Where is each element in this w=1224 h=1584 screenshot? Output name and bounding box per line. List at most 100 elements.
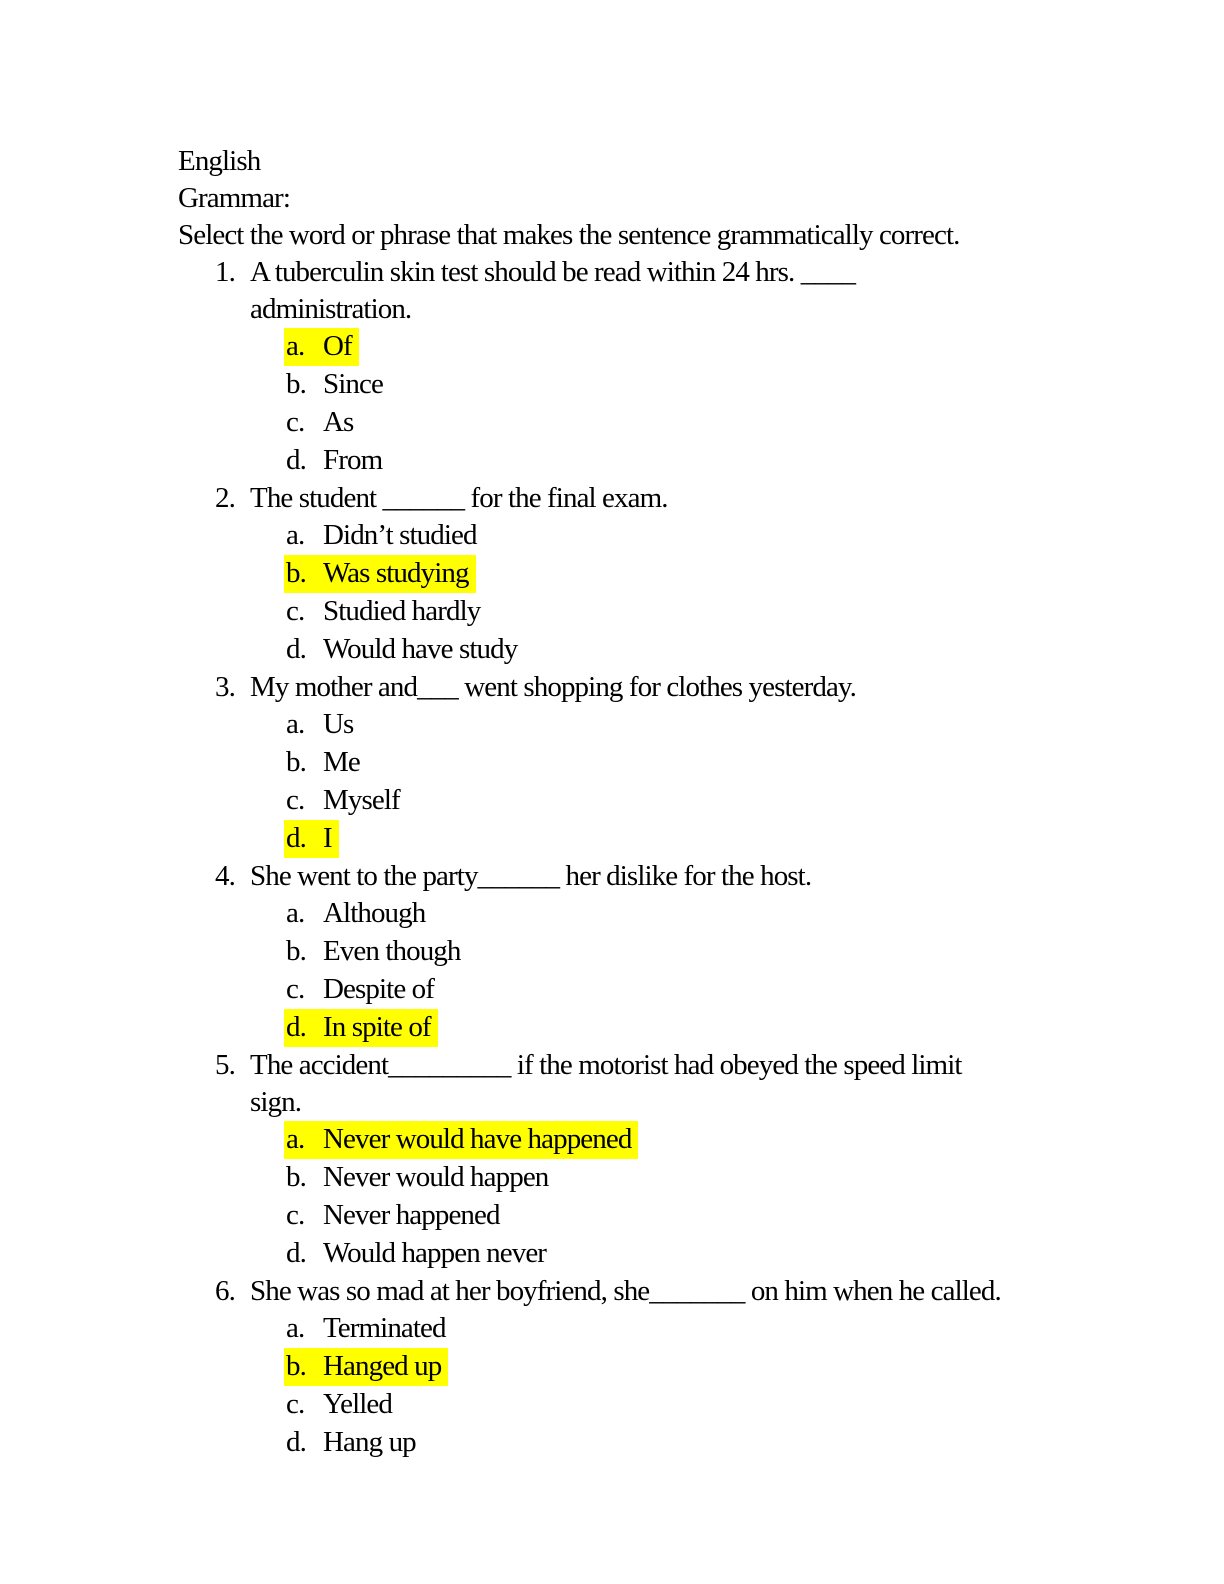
option-row: c.Despite of (178, 971, 1164, 1009)
option-row: b. Even though (178, 933, 1164, 971)
option-row: a. Didn’t studied (178, 517, 1164, 555)
option-text: Me (323, 746, 361, 778)
option-letter: a. (286, 1123, 305, 1155)
option-text: Never would happen (323, 1161, 549, 1193)
option-text: As (323, 406, 354, 438)
option-row: a. Of (178, 328, 1164, 366)
option-letter: c. (286, 973, 305, 1005)
option-letter: d. (286, 444, 307, 476)
option-text: Studied hardly (323, 595, 481, 627)
option-row: c.Yelled (178, 1386, 1164, 1424)
option-letter: c. (286, 406, 305, 438)
option-text: Hanged up (323, 1350, 442, 1382)
answer-highlight: d.Would have study (284, 631, 524, 669)
answer-highlight: c. Myself (284, 782, 407, 820)
answer-highlight: d. Would happen never (284, 1235, 553, 1273)
quiz-document: English Grammar: Select the word or phra… (178, 145, 1164, 1462)
question-text: The student ______ for the final exam. (250, 482, 669, 514)
option-letter: d. (286, 1011, 307, 1043)
option-text: Didn’t studied (323, 519, 478, 551)
option-row: a. Us (178, 706, 1164, 744)
question-4: 4. She went to the party______ her dislik… (178, 858, 1164, 895)
answer-highlight: c.Despite of (284, 971, 441, 1009)
option-row: b.Was studying (178, 555, 1164, 593)
answer-highlight: d. Hang up (284, 1424, 423, 1462)
option-row: c.Studied hardly (178, 593, 1164, 631)
answer-highlight: a.Terminated (284, 1310, 453, 1348)
question-text: She went to the party______ her dislike … (250, 860, 812, 892)
question-text: The accident_________ if the motorist ha… (250, 1049, 962, 1118)
option-row: a. Never would have happened (178, 1121, 1164, 1159)
option-letter: c. (286, 1388, 305, 1420)
option-text: Although (323, 897, 426, 929)
option-letter: b. (286, 368, 307, 400)
answer-highlight: c. As (284, 404, 360, 442)
option-letter: a. (286, 519, 305, 551)
option-row: c. Never happened (178, 1197, 1164, 1235)
option-text: Even though (323, 935, 461, 967)
option-text: Of (323, 330, 353, 362)
question-number: 5. (215, 1049, 236, 1081)
option-letter: b. (286, 935, 307, 967)
question-1: 1.A tuberculin skin test should be read … (178, 254, 1164, 328)
option-text: Hang up (323, 1426, 417, 1458)
option-letter: b. (286, 746, 307, 778)
answer-highlight: c. Never happened (284, 1197, 507, 1235)
option-row: c. Myself (178, 782, 1164, 820)
answer-highlight: a. Although (284, 895, 432, 933)
option-text: Myself (323, 784, 401, 816)
answer-highlight: a. Never would have happened (284, 1121, 639, 1159)
answer-highlight: d.From (284, 442, 389, 480)
option-letter: b. (286, 557, 307, 589)
option-text: I (323, 822, 333, 854)
answer-highlight: b.Hanged up (284, 1348, 449, 1386)
answer-highlight: b. Even though (284, 933, 468, 971)
answer-highlight: a. Of (284, 328, 359, 366)
answer-highlight: a. Us (284, 706, 360, 744)
option-text: In spite of (323, 1011, 432, 1043)
option-row: d. I (178, 820, 1164, 858)
option-letter: c. (286, 784, 305, 816)
answer-highlight: c.Yelled (284, 1386, 399, 1424)
answer-highlight: d. In spite of (284, 1009, 438, 1047)
option-text: Since (323, 368, 384, 400)
option-letter: d. (286, 1426, 307, 1458)
option-letter: d. (286, 633, 307, 665)
option-row: d. Would happen never (178, 1235, 1164, 1273)
question-2: 2. The student ______ for the final exam. (178, 480, 1164, 517)
question-text: A tuberculin skin test should be read wi… (250, 256, 856, 325)
question-text: She was so mad at her boyfriend, she____… (250, 1275, 1002, 1307)
option-letter: c. (286, 1199, 305, 1231)
option-row: b. Since (178, 366, 1164, 404)
question-number: 4. (215, 860, 236, 892)
option-row: c. As (178, 404, 1164, 442)
option-row: d. Hang up (178, 1424, 1164, 1462)
option-row: d.From (178, 442, 1164, 480)
option-letter: d. (286, 822, 307, 854)
option-letter: a. (286, 330, 305, 362)
answer-highlight: b. Since (284, 366, 390, 404)
question-number: 3. (215, 671, 236, 703)
option-text: Never happened (323, 1199, 501, 1231)
option-letter: a. (286, 1312, 305, 1344)
option-letter: d. (286, 1237, 307, 1269)
option-row: d.Would have study (178, 631, 1164, 669)
document-subtitle: Grammar: (178, 182, 291, 214)
option-row: b.Hanged up (178, 1348, 1164, 1386)
option-text: Would happen never (323, 1237, 547, 1269)
question-number: 2. (215, 482, 236, 514)
question-5: 5. The accident_________ if the motorist … (178, 1047, 1164, 1121)
question-6: 6.She was so mad at her boyfriend, she__… (178, 1273, 1164, 1310)
document-title: English (178, 145, 261, 177)
option-row: b. Me (178, 744, 1164, 782)
instruction-text: Select the word or phrase that makes the… (178, 219, 960, 251)
question-3: 3.My mother and___ went shopping for clo… (178, 669, 1164, 706)
answer-highlight: b.Never would happen (284, 1159, 555, 1197)
option-row: a.Terminated (178, 1310, 1164, 1348)
option-text: Never would have happened (323, 1123, 632, 1155)
option-row: b.Never would happen (178, 1159, 1164, 1197)
option-text: Us (323, 708, 354, 740)
option-letter: a. (286, 708, 305, 740)
option-letter: a. (286, 897, 305, 929)
